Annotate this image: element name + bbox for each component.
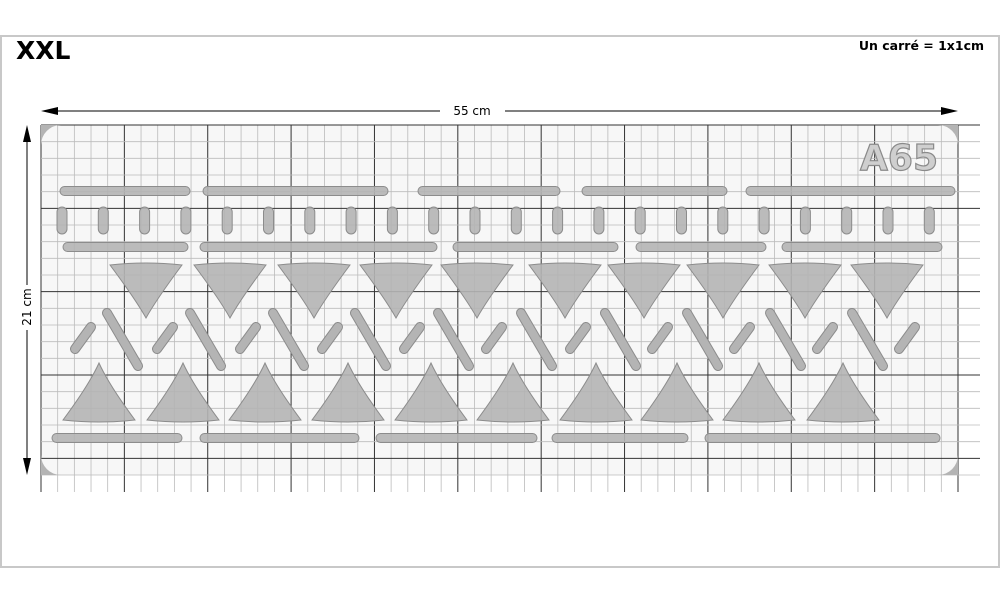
stencil-triangle-down — [359, 262, 433, 320]
stencil-backslash — [683, 309, 722, 370]
stencil-triangle-down — [686, 262, 760, 320]
stencil-bar — [704, 433, 941, 443]
stencil-bar — [59, 186, 191, 196]
stencil-backslash — [269, 309, 308, 370]
width-label: 55 cm — [453, 104, 490, 118]
stencil-triangle-up — [311, 361, 385, 423]
stencil-dash — [552, 206, 564, 235]
stencil-dash — [97, 206, 109, 235]
stencil-backslash — [103, 309, 142, 370]
stencil-bar — [452, 242, 619, 252]
stencil-dash — [799, 206, 811, 235]
stencil-dash — [56, 206, 68, 235]
stencil-triangle-up — [476, 361, 550, 423]
stencil-bar — [417, 186, 561, 196]
stencil-triangle-up — [394, 361, 468, 423]
arrow-left-icon — [41, 107, 58, 115]
stencil-dash — [180, 206, 192, 235]
stencil-slash — [730, 323, 754, 353]
stencil-bar — [745, 186, 956, 196]
height-dimension: 21 cm — [20, 125, 34, 475]
stencil-slash — [482, 323, 506, 353]
stencil-slash — [648, 323, 672, 353]
stencil-dash — [263, 206, 274, 235]
stencil-triangle-up — [146, 361, 220, 423]
stencil-backslash — [848, 309, 887, 370]
stencil-dash — [882, 206, 894, 235]
stencil-dash — [469, 206, 481, 235]
stencil-triangle-down — [768, 262, 842, 320]
arrow-down-icon — [23, 458, 31, 475]
corner-mark — [41, 455, 61, 475]
stencil-slash — [400, 323, 424, 353]
stencil-slash — [153, 323, 177, 353]
stencil-bar — [202, 186, 389, 196]
arrow-right-icon — [941, 107, 958, 115]
stencil-bar — [375, 433, 538, 443]
stencil-triangle-up — [806, 361, 880, 423]
stencil-dash — [923, 206, 935, 235]
stencil-slash — [71, 323, 95, 353]
stencil-backslash — [766, 309, 805, 370]
stencil-dash — [593, 206, 605, 235]
stencil-bar — [781, 242, 943, 252]
stencil-triangle-up — [722, 361, 796, 423]
stencil-triangle-down — [109, 262, 183, 320]
stencil-slash — [895, 323, 919, 353]
arrow-up-icon — [23, 125, 31, 142]
width-dimension: 55 cm — [41, 104, 958, 118]
stencil-code: A65 — [860, 138, 938, 179]
stencil-sheet — [41, 125, 958, 475]
height-label: 21 cm — [20, 288, 34, 325]
stencil-triangle-down — [277, 262, 351, 320]
stencil-dash — [428, 206, 440, 235]
stencil-dash — [510, 206, 522, 235]
stencil-dash — [841, 206, 853, 235]
stencil-dash — [758, 206, 770, 235]
stencil-dash — [139, 206, 151, 235]
stencil-triangle-down — [440, 262, 514, 320]
stencil-dash — [304, 206, 316, 235]
stencil-backslash — [434, 309, 473, 370]
stencil-backslash — [601, 309, 640, 370]
page-frame — [0, 35, 1000, 568]
stencil-dash — [345, 206, 357, 235]
corner-mark — [938, 455, 958, 475]
stencil-dash — [221, 206, 233, 235]
scale-note: Un carré = 1x1cm — [858, 38, 984, 53]
corner-mark — [938, 125, 958, 145]
stencil-triangle-down — [528, 262, 602, 320]
stencil-triangle-down — [607, 262, 681, 320]
stencil-bar — [551, 433, 689, 443]
stencil-slash — [566, 323, 590, 353]
stencil-backslash — [517, 309, 556, 370]
stencil-bar — [199, 242, 438, 252]
stencil-backslash — [351, 309, 390, 370]
stencil-dash — [634, 206, 646, 235]
stencil-bar — [199, 433, 360, 443]
stencil-dash — [676, 206, 687, 235]
stencil-backslash — [186, 309, 225, 370]
stencil-triangle-down — [193, 262, 267, 320]
stencil-dash — [717, 206, 729, 235]
stencil-shapes — [51, 186, 956, 443]
size-label: XXL — [16, 36, 71, 65]
stencil-triangle-down — [850, 262, 924, 320]
stencil-slash — [236, 323, 260, 353]
stencil-bar — [62, 242, 189, 252]
stencil-triangle-up — [559, 361, 633, 423]
stencil-bar — [51, 433, 183, 443]
corner-mark — [41, 125, 61, 145]
stencil-bar — [635, 242, 767, 252]
stencil-triangle-up — [228, 361, 302, 423]
stencil-triangle-up — [640, 361, 714, 423]
stencil-slash — [813, 323, 837, 353]
stencil-slash — [318, 323, 342, 353]
stencil-dash — [386, 206, 398, 235]
stencil-bar — [581, 186, 728, 196]
stencil-triangle-up — [62, 361, 136, 423]
